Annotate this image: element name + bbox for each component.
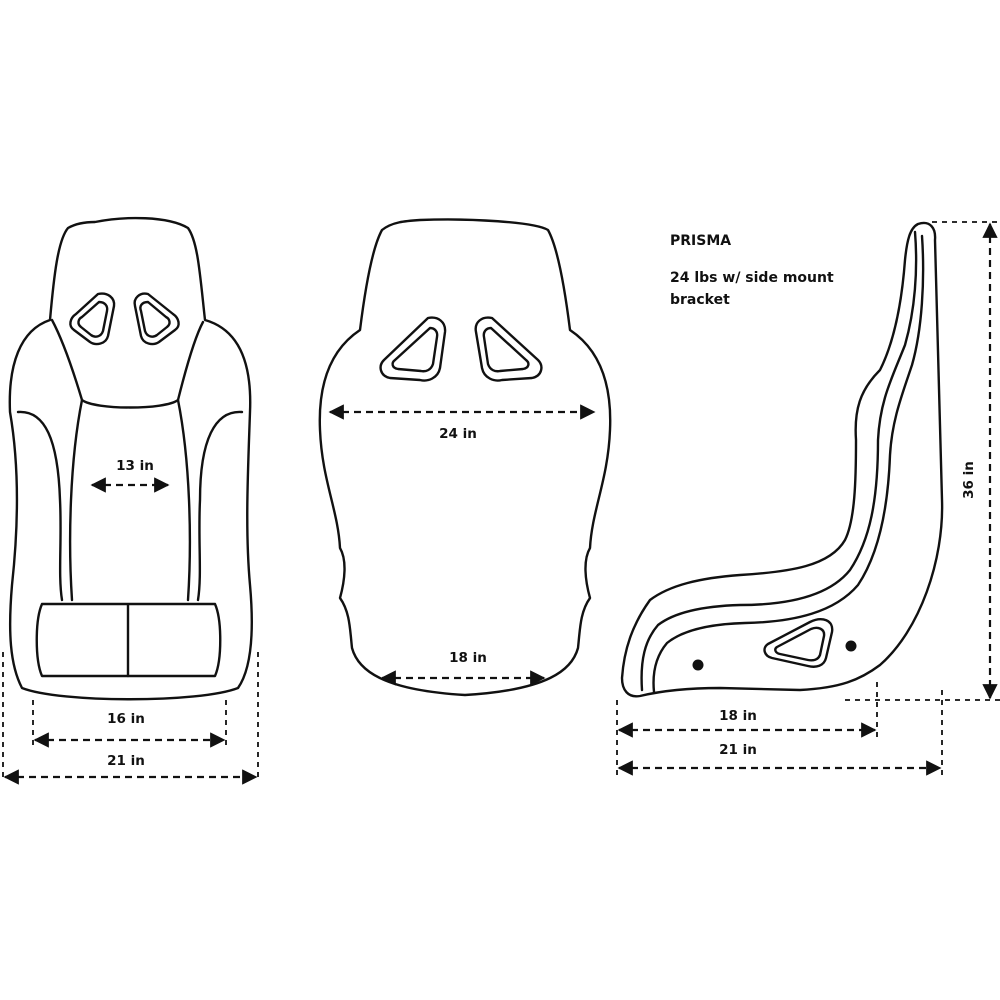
front-base-dim-label: 16 in	[107, 711, 145, 727]
front-overall-dim-label: 21 in	[107, 753, 145, 769]
front-left-bolster-line	[16, 410, 64, 602]
weight-note-line2: bracket	[670, 292, 730, 308]
side-inner-contour-1	[640, 230, 918, 692]
front-seat-cushion	[35, 602, 222, 678]
back-left-belt-slot-inner	[391, 326, 439, 373]
back-seat-outline	[318, 218, 612, 697]
back-view: 24 in 18 in	[318, 218, 612, 697]
front-right-belt-slot-inner	[139, 300, 171, 338]
side-height-dim-label: 36 in	[961, 461, 977, 499]
side-overall-dim-label: 21 in	[719, 742, 757, 758]
front-seat-outline	[8, 216, 254, 701]
front-left-belt-slot-inner	[77, 300, 109, 338]
front-left-belt-slot	[69, 292, 116, 346]
front-right-bolster-line	[196, 410, 244, 602]
front-inner-right-line	[176, 398, 192, 602]
back-right-belt-slot-inner	[482, 326, 530, 373]
front-right-belt-slot	[133, 292, 180, 346]
front-headrest-line	[50, 318, 205, 409]
back-base-dim-label: 18 in	[449, 650, 487, 666]
front-inner-left-line	[68, 398, 84, 602]
side-inner-contour-2	[652, 234, 925, 694]
back-shoulder-dim-label: 24 in	[439, 426, 477, 442]
side-base-dim-label: 18 in	[719, 708, 757, 724]
side-view: 36 in 18 in 21 in	[616, 221, 1000, 776]
back-right-belt-slot	[474, 316, 543, 382]
back-left-belt-slot	[379, 316, 447, 382]
side-mount-bolt-front	[692, 659, 704, 671]
weight-note-line1: 24 lbs w/ side mount	[670, 270, 834, 286]
side-mount-bolt-rear	[845, 640, 857, 652]
side-belt-slot-inner	[774, 626, 826, 662]
side-seat-outline	[620, 221, 944, 698]
side-belt-slot	[763, 618, 834, 668]
front-view: 13 in 16 in 21 in	[2, 216, 259, 785]
front-shoulder-dim-label: 13 in	[116, 458, 154, 474]
model-name: PRISMA	[670, 233, 731, 249]
